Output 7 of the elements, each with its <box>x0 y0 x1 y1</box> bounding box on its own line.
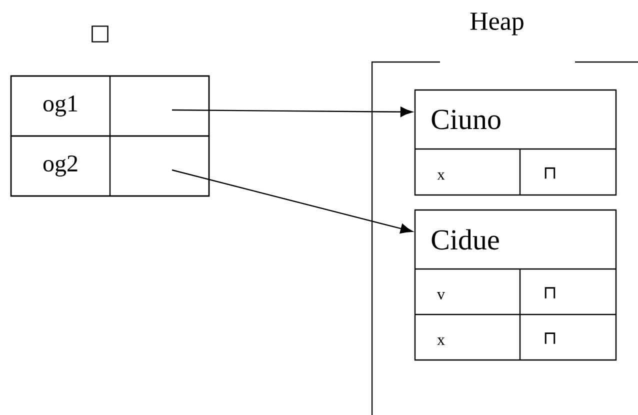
node-label: □ <box>92 26 108 42</box>
arrow <box>172 169 413 234</box>
arrow <box>172 106 413 117</box>
table-row: og2 <box>10 135 210 197</box>
table-row: og1 <box>10 75 210 137</box>
object-box: Cidue v ⊓ x ⊓ <box>414 209 617 361</box>
object-box: Ciuno x ⊓ <box>414 89 617 196</box>
